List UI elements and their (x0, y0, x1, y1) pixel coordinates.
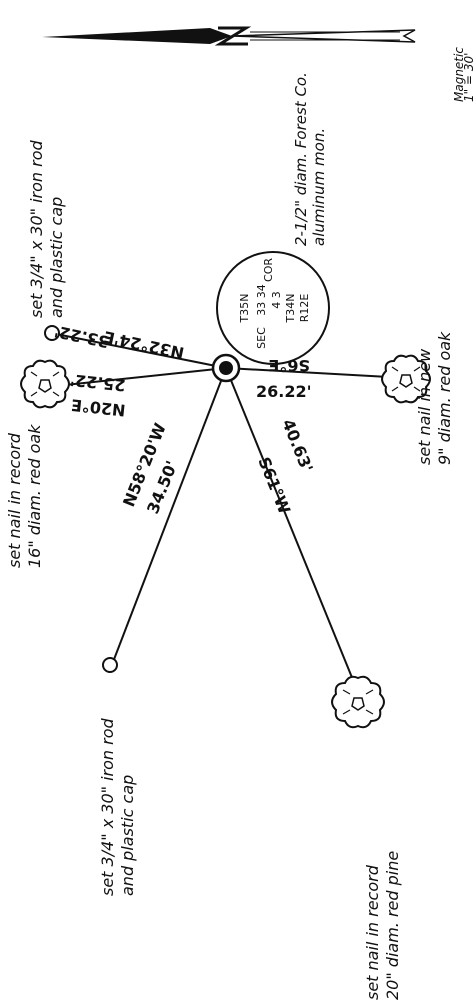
distance-upper-rod: 33.22' (53, 322, 111, 352)
north-arrow-label: Magnetic (452, 47, 466, 102)
iron-rod-upper-icon (44, 325, 60, 341)
section-numbers-bottom: 4 3 (270, 291, 283, 309)
corner-monument-icon (211, 353, 241, 383)
range-label: R12E (298, 294, 311, 323)
lower-rod-label-line2: and plastic cap (118, 775, 137, 896)
right-oak-label-line2: 9" diam. red oak (435, 331, 454, 465)
red-oak-9-tree-icon (381, 354, 431, 404)
distance-lower-pine: 40.63' (278, 416, 316, 475)
line-lower-rod (112, 367, 227, 663)
bearing-right-oak: S6°E (268, 356, 310, 375)
lower-rod-label-line1: set 3/4" x 30" iron rod (98, 718, 117, 897)
upper-oak-label-line2: 16" diam. red oak (25, 424, 44, 568)
right-oak-label-line1: set nail in new (415, 348, 434, 465)
bearing-upper-rod: N32°24'E (102, 327, 186, 363)
line-lower-pine (225, 367, 354, 681)
north-arrow-icon (42, 26, 416, 46)
lower-pine-label-line2: 20" diam. red pine (383, 851, 402, 1000)
line-upper-oak (64, 367, 227, 386)
line-upper-rod (55, 333, 227, 369)
distance-upper-oak: 25.22' (69, 370, 126, 395)
line-right-oak (225, 367, 389, 378)
upper-rod-label-line1: set 3/4" x 30" iron rod (27, 140, 46, 319)
township-south: T34N (284, 294, 297, 324)
township-north: T35N (238, 294, 251, 324)
red-oak-16-tree-icon (20, 359, 70, 409)
iron-rod-lower-icon (102, 657, 118, 673)
cor-label: COR (262, 258, 275, 282)
red-pine-20-tree-icon (331, 675, 385, 729)
monument-description-line2: aluminum mon. (310, 128, 328, 246)
monument-description-line1: 2-1/2" diam. Forest Co. (292, 72, 310, 246)
lower-pine-label-line1: set nail in record (363, 864, 382, 1000)
bearing-lower-pine: S61°W (254, 454, 294, 517)
scale-label: 1" = 30' (462, 53, 473, 102)
sec-label: SEC (255, 327, 268, 349)
upper-oak-label-line1: set nail in record (5, 432, 24, 568)
upper-rod-label-line2: and plastic cap (47, 197, 66, 318)
distance-right-oak: 26.22' (256, 382, 312, 401)
section-numbers-top: 33 34 (255, 284, 268, 316)
section-corner-circle (216, 251, 330, 365)
bearing-upper-oak: N20°E (70, 395, 126, 420)
